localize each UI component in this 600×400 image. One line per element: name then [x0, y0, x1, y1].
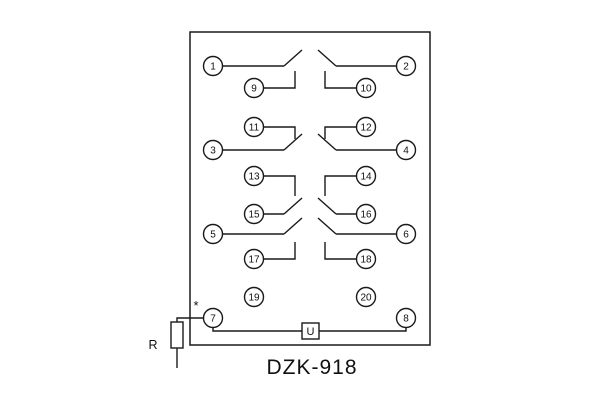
relay-case-outline: [189, 31, 431, 346]
terminal-7-number: 7: [210, 314, 216, 325]
terminal-8-number: 8: [403, 314, 409, 325]
terminal-1-circle: [202, 55, 224, 77]
terminal-14-circle: [355, 165, 377, 187]
terminal-20-circle: [355, 286, 377, 308]
terminal-2-number: 2: [403, 62, 409, 73]
terminal-8-circle: [395, 307, 417, 329]
contact-group-5-17: [222, 217, 303, 260]
terminal-13-number: 13: [248, 172, 260, 183]
terminal-16-circle: [355, 203, 377, 225]
contact-blade-15: [283, 197, 303, 215]
wire-terminal-10: [324, 71, 357, 89]
terminal-10: 10: [355, 77, 377, 99]
terminal-7: 7: [202, 307, 224, 329]
coil-circuit: U: [212, 322, 407, 340]
terminal-1-number: 1: [210, 62, 216, 73]
terminal-15-number: 15: [248, 210, 260, 221]
contact-group-14-16: [317, 175, 357, 215]
wire-terminal-17: [263, 242, 296, 260]
polarity-mark: *: [193, 298, 198, 313]
wire-terminal-11: [263, 126, 296, 139]
terminal-6: 6: [395, 223, 417, 245]
coil-box: [301, 322, 320, 340]
terminal-18-circle: [355, 248, 377, 270]
terminal-18-number: 18: [360, 255, 372, 266]
contact-blade-4: [317, 133, 337, 151]
terminal-16: 16: [355, 203, 377, 225]
terminal-9-circle: [243, 77, 265, 99]
terminal-12: 12: [355, 116, 377, 138]
coil-label: U: [307, 326, 315, 338]
contact-blade-5: [283, 217, 303, 235]
terminal-2: 2: [395, 55, 417, 77]
wire-coil-to-terminal-8: [319, 327, 407, 332]
terminal-9-number: 9: [251, 84, 257, 95]
terminal-17: 17: [243, 248, 265, 270]
terminal-3: 3: [202, 139, 224, 161]
contact-group-12-4: [317, 126, 397, 151]
terminal-10-number: 10: [360, 84, 372, 95]
terminal-13: 13: [243, 165, 265, 187]
terminal-11-number: 11: [249, 123, 260, 134]
contact-blade-1: [283, 49, 303, 67]
terminal-11: 11: [243, 116, 265, 138]
terminal-19: 19: [243, 286, 265, 308]
contact-group-6-18: [317, 217, 397, 260]
model-title: DZK-918: [266, 356, 357, 379]
terminal-2-circle: [395, 55, 417, 77]
terminal-8: 8: [395, 307, 417, 329]
wire-terminal-9: [263, 71, 296, 89]
terminal-14-number: 14: [360, 172, 372, 183]
terminal-4: 4: [395, 139, 417, 161]
terminal-5: 5: [202, 223, 224, 245]
terminal-19-circle: [243, 286, 265, 308]
terminal-19-number: 19: [248, 293, 260, 304]
contact-blade-6: [317, 217, 337, 235]
terminal-7-circle: [202, 307, 224, 329]
wire-terminal-18: [324, 242, 357, 260]
contact-group-1-9: [222, 49, 303, 89]
terminal-12-circle: [355, 116, 377, 138]
terminal-9: 9: [243, 77, 265, 99]
terminal-16-number: 16: [360, 210, 372, 221]
terminal-13-circle: [243, 165, 265, 187]
terminal-11-circle: [243, 116, 265, 138]
contact-group-2-10: [317, 49, 397, 89]
terminal-17-circle: [243, 248, 265, 270]
contact-blade-3: [283, 133, 303, 151]
terminal-5-number: 5: [210, 230, 216, 241]
wire-terminal-7-to-resistor: [176, 317, 204, 322]
terminal-10-circle: [355, 77, 377, 99]
terminal-17-number: 17: [248, 255, 260, 266]
terminal-15: 15: [243, 203, 265, 225]
terminal-12-number: 12: [360, 123, 372, 134]
terminal-6-circle: [395, 223, 417, 245]
contact-blade-2: [317, 49, 337, 67]
terminal-3-circle: [202, 139, 224, 161]
terminal-20-number: 20: [360, 293, 372, 304]
resistor-branch: R *: [148, 298, 204, 368]
contact-group-13-15: [263, 175, 303, 215]
terminal-3-number: 3: [210, 146, 216, 157]
contact-blade-16: [317, 197, 337, 215]
terminal-5-circle: [202, 223, 224, 245]
terminal-20: 20: [355, 286, 377, 308]
wire-terminal-7-to-coil: [212, 327, 302, 332]
terminal-1: 1: [202, 55, 224, 77]
wire-terminal-12: [324, 126, 357, 139]
contact-group-11-3: [222, 126, 303, 151]
resistor-label: R: [148, 338, 157, 352]
terminal-18: 18: [355, 248, 377, 270]
wire-terminal-14: [324, 175, 357, 196]
terminal-14: 14: [355, 165, 377, 187]
terminal-6-number: 6: [403, 230, 409, 241]
terminal-4-circle: [395, 139, 417, 161]
wire-terminal-13: [263, 175, 296, 196]
terminal-15-circle: [243, 203, 265, 225]
resistor-box: [170, 321, 184, 349]
terminal-4-number: 4: [403, 146, 409, 157]
